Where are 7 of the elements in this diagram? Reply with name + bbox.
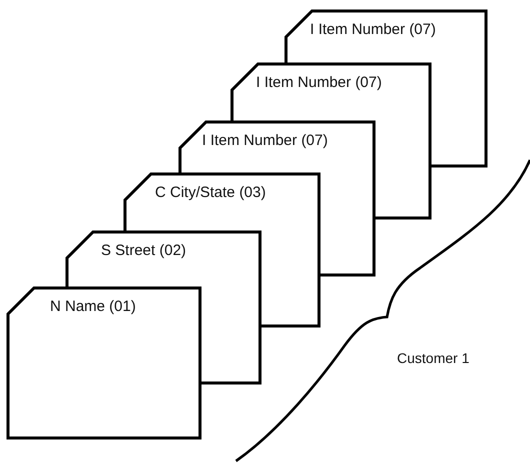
annotation-text: Customer 1: [397, 350, 470, 366]
card-label: I Item Number (07): [256, 74, 382, 91]
card-label: I Item Number (07): [310, 21, 436, 38]
card-label: N Name (01): [50, 298, 136, 315]
card-label: I Item Number (07): [202, 132, 328, 149]
card-label: S Street (02): [101, 242, 186, 259]
card-label: C City/State (03): [155, 184, 266, 201]
